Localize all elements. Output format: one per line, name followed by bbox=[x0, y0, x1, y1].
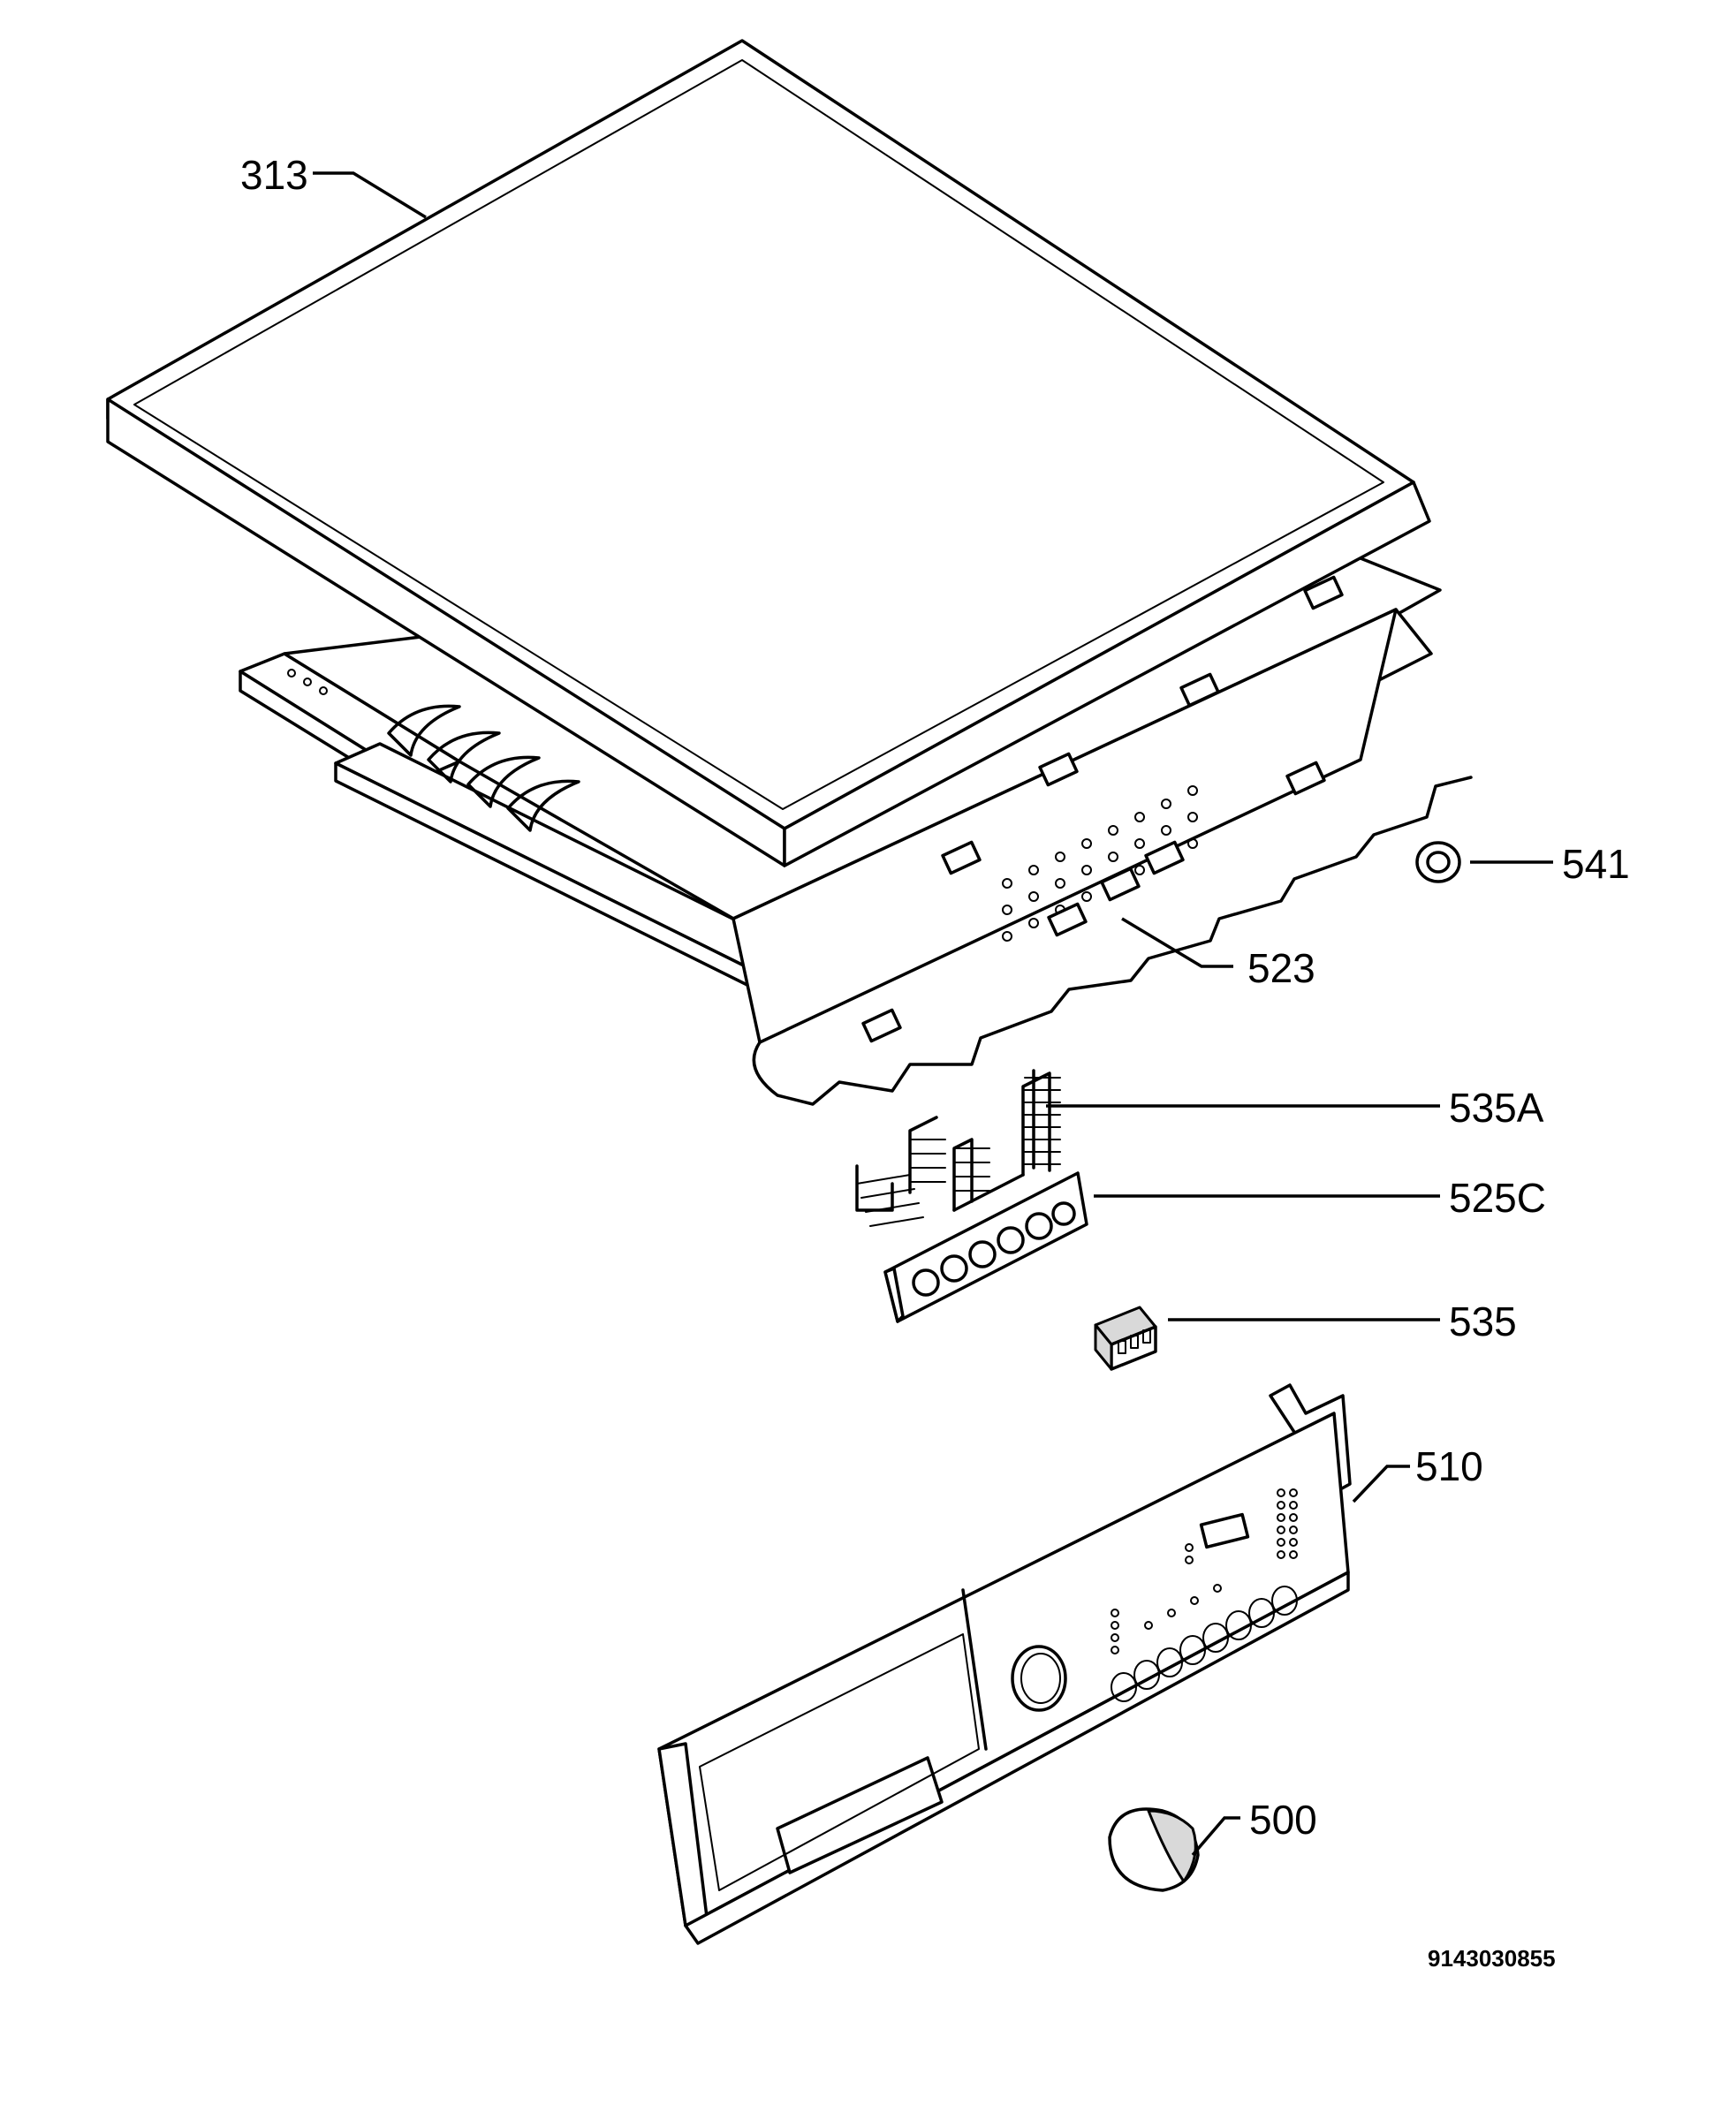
label-500: 500 bbox=[1249, 1797, 1317, 1843]
label-313: 313 bbox=[240, 152, 308, 198]
panel-indicator-leds bbox=[1111, 1488, 1298, 1654]
knob-part bbox=[1108, 1807, 1200, 1892]
seal-part bbox=[1415, 841, 1461, 883]
label-535a: 535A bbox=[1449, 1085, 1544, 1131]
control-panel-part bbox=[657, 1383, 1352, 1945]
board-pins bbox=[856, 1174, 924, 1227]
top-lid-part bbox=[106, 39, 1431, 867]
part-labels: 313 523 541 535A 525C 535 510 500 914303… bbox=[240, 152, 1630, 1972]
drawing-code: 9143030855 bbox=[1428, 1945, 1556, 1972]
control-board-part bbox=[855, 1164, 1088, 1323]
connector-a-pins bbox=[909, 1077, 1061, 1192]
label-541: 541 bbox=[1562, 841, 1630, 887]
label-523: 523 bbox=[1247, 945, 1315, 991]
connector-part bbox=[1094, 1306, 1157, 1371]
leader-lines bbox=[313, 171, 1553, 1857]
label-535: 535 bbox=[1449, 1298, 1517, 1344]
label-510: 510 bbox=[1415, 1443, 1483, 1489]
label-525c: 525C bbox=[1449, 1175, 1546, 1221]
panel-buttons bbox=[1111, 1586, 1298, 1702]
connector-a-part bbox=[908, 1069, 1061, 1212]
